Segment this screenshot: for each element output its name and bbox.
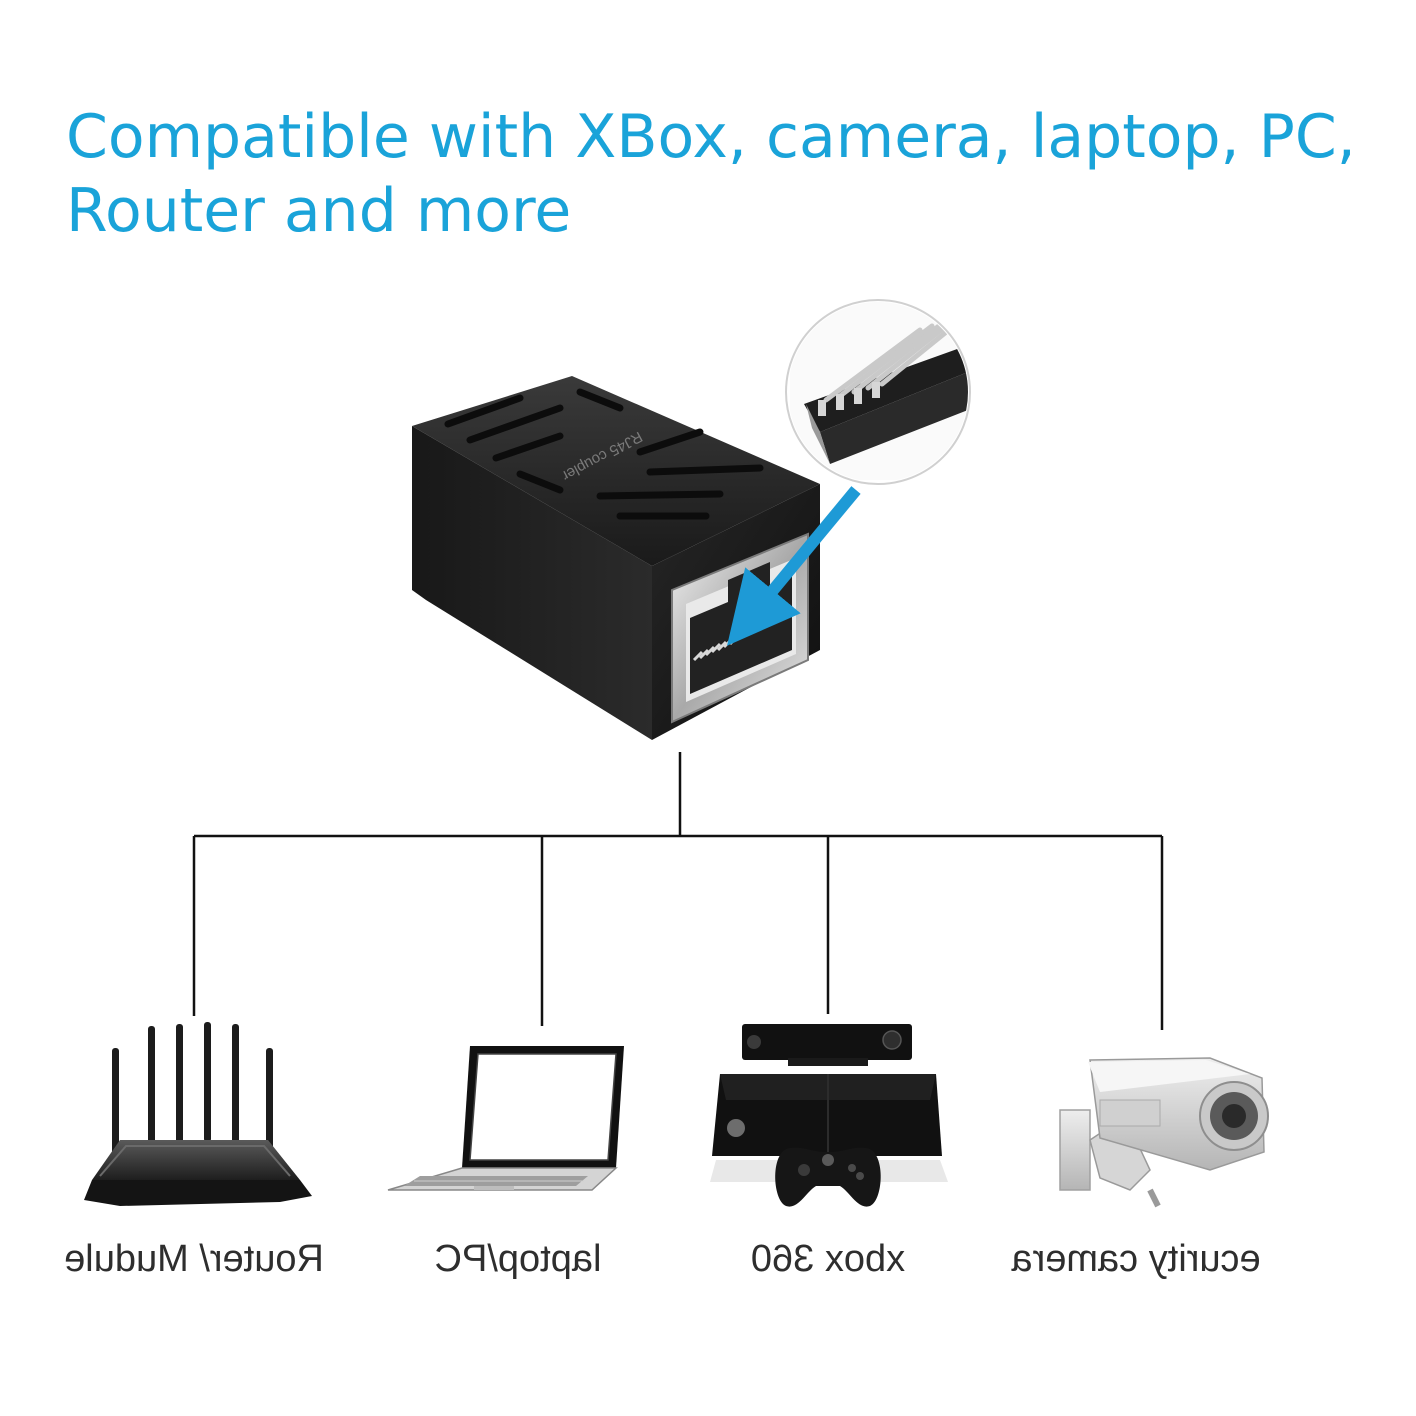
security-camera-icon xyxy=(1059,1057,1269,1208)
device-label-router: Router/ Mudule xyxy=(64,1238,324,1280)
device-label-laptop: laptop/PC xyxy=(434,1238,602,1280)
device-label-xbox: xbox 360 xyxy=(750,1238,906,1280)
rj45-coupler-icon: RJ45 coupler xyxy=(412,376,861,740)
headline: Compatible with XBox, camera, laptop, PC… xyxy=(66,100,1366,248)
router-icon xyxy=(84,1022,312,1206)
connection-tree xyxy=(192,752,1164,1030)
headline-line-1: Compatible with XBox, camera, laptop, PC… xyxy=(66,102,1356,172)
pin-closeup-icon xyxy=(785,299,971,485)
device-label-security-camera: ecurity camera xyxy=(1011,1238,1261,1280)
headline-line-2: Router and more xyxy=(66,176,572,246)
laptop-icon xyxy=(387,1046,624,1191)
xbox-icon xyxy=(710,1024,948,1207)
pointer-arrow xyxy=(727,486,861,646)
